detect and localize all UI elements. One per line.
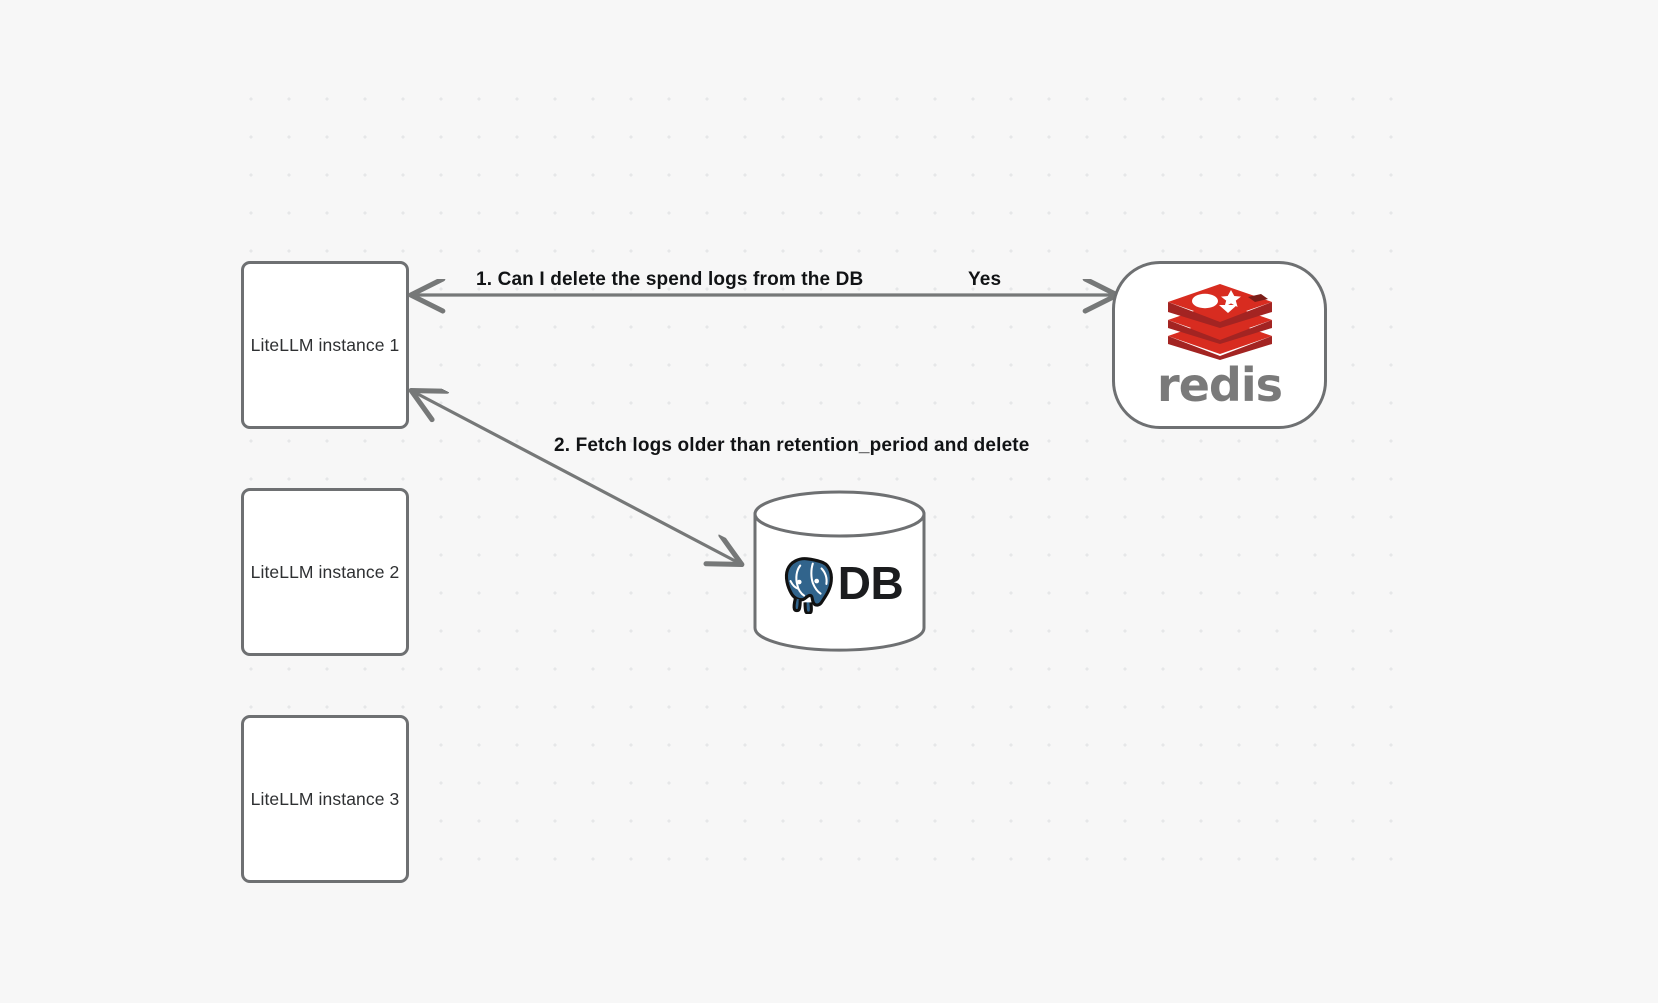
edge-label-1-reply: Yes [968, 269, 1002, 290]
cylinder-shape [753, 490, 926, 652]
node-redis[interactable]: redis [1112, 261, 1327, 429]
postgresql-elephant-icon [784, 557, 833, 614]
node-database-cylinder[interactable]: DB [752, 490, 927, 652]
redis-wordmark: redis [1157, 358, 1283, 412]
node-label-litellm-3: LiteLLM instance 3 [250, 788, 400, 809]
database-label: DB [837, 557, 904, 609]
node-label-litellm-1: LiteLLM instance 1 [250, 334, 400, 355]
edge-label-1: 1. Can I delete the spend logs from the … [476, 269, 864, 290]
node-label-litellm-2: LiteLLM instance 2 [250, 561, 400, 582]
node-litellm-instance-1[interactable]: LiteLLM instance 1 [241, 261, 409, 429]
redis-logo-icon [1167, 284, 1272, 360]
edge-label-2: 2. Fetch logs older than retention_perio… [554, 435, 1030, 456]
edge-litellm1-db [414, 392, 739, 563]
node-litellm-instance-2[interactable]: LiteLLM instance 2 [241, 488, 409, 656]
node-litellm-instance-3[interactable]: LiteLLM instance 3 [241, 715, 409, 883]
